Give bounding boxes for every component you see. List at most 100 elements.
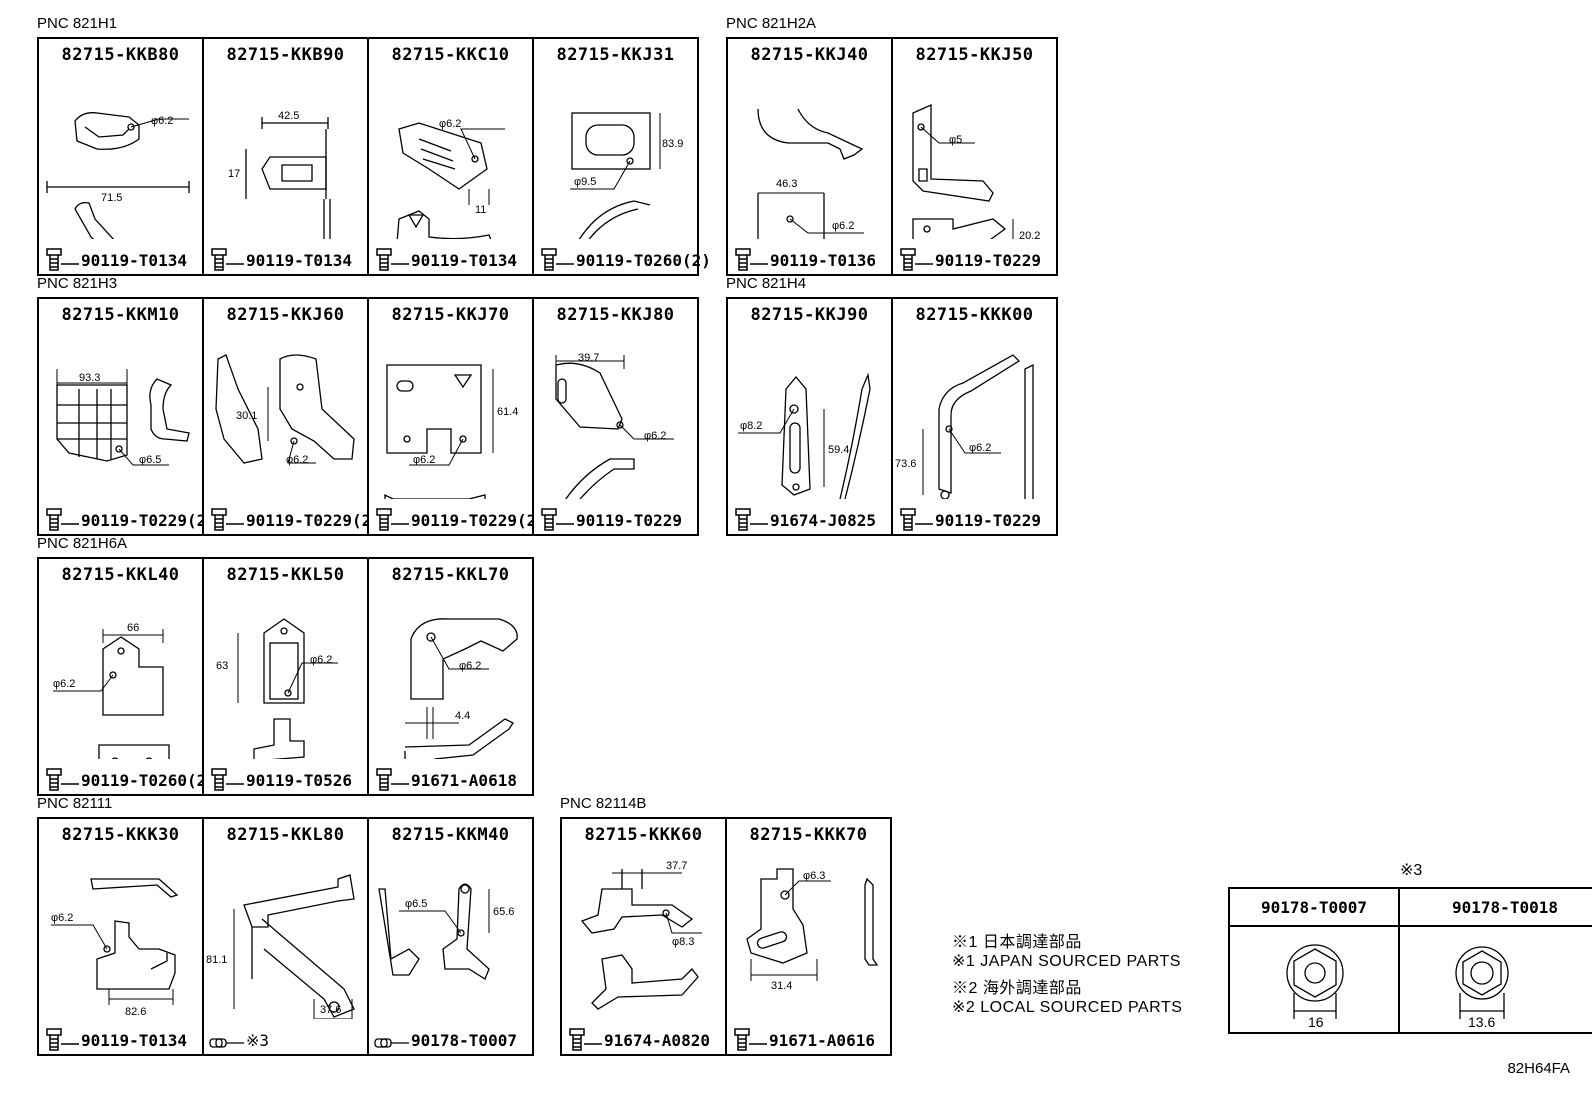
bolt-icon <box>376 768 409 791</box>
dim-label: 31.4 <box>771 980 792 992</box>
part-cell-kkj70[interactable]: 82715-KKJ70 61.4 φ6.2 90119-T0229(2) <box>367 297 546 536</box>
dim-label: φ6.5 <box>405 898 427 910</box>
part-number: 82715-KKL40 <box>61 565 180 585</box>
bracket-drawing: φ5 20.2 <box>912 103 1040 239</box>
part-cell-kkl40[interactable]: 82715-KKL40 66 φ6.2 90119-T0260(2) <box>37 557 216 796</box>
bracket-drawing: 93.3 φ6.5 <box>56 369 190 466</box>
bolt-icon <box>735 248 768 271</box>
part-number: 82715-KKJ70 <box>391 305 510 325</box>
part-cell-kkm10[interactable]: 82715-KKM10 93.3 φ6.5 90119-T0229(2) <box>37 297 216 536</box>
bracket-drawing: φ6.2 82.6 <box>51 878 179 1018</box>
part-cell-kkj60[interactable]: 82715-KKJ60 30.1 φ6.2 90119-T0229(2) <box>202 297 381 536</box>
nut-t0018-icon: 13.6 <box>1455 946 1509 1030</box>
bolt-row: 90119-T0134 <box>43 246 202 272</box>
bolt-part-number: 90119-T0229 <box>576 511 682 530</box>
part-cell-kkk30[interactable]: 82715-KKK30 φ6.2 82.6 90119-T0134 <box>37 817 204 1056</box>
bolt-row: 91674-A0820 <box>566 1026 725 1052</box>
part-number: 82715-KKJ60 <box>226 305 345 325</box>
group-label-821h4: PNC 821H4 <box>726 275 807 292</box>
bracket-drawing: 83.9 φ9.5 <box>570 112 683 239</box>
dim-label: φ6.5 <box>139 454 161 466</box>
bolt-icon <box>900 248 933 271</box>
bolt-icon <box>211 248 244 271</box>
dim-label: φ6.2 <box>413 454 435 466</box>
dim-label: φ6.2 <box>151 115 173 127</box>
nut-table: 90178-T0007 90178-T0018 16 13.6 <box>1228 887 1592 1034</box>
bolt-part-number: 90119-T0260(2) <box>576 251 711 270</box>
part-number: 82715-KKJ80 <box>556 305 675 325</box>
dim-label: 73.6 <box>895 458 916 470</box>
part-cell-kkl80[interactable]: 82715-KKL80 81.1 37.6 ※3 <box>202 817 369 1056</box>
dim-label: φ6.2 <box>51 912 73 924</box>
dim-label: φ6.2 <box>459 660 481 672</box>
dim-label: φ6.2 <box>286 454 308 466</box>
part-number: 82715-KKK60 <box>584 825 703 845</box>
bolt-row: 90119-T0229(2) <box>208 506 381 532</box>
bolt-row: 90119-T0229 <box>897 506 1056 532</box>
part-number: 82715-KKM40 <box>391 825 510 845</box>
bolt-icon <box>376 508 409 531</box>
dim-label: φ6.2 <box>439 118 461 130</box>
part-cell-kkj50[interactable]: 82715-KKJ50 φ5 20.2 90119-T0229 <box>891 37 1058 276</box>
bolt-part-number: 90119-T0136 <box>770 251 876 270</box>
dim-label: 20.2 <box>1019 230 1040 239</box>
bolt-icon <box>734 1028 767 1051</box>
dim-label: φ6.2 <box>644 430 666 442</box>
dim-label: 4.4 <box>455 710 470 722</box>
dim-label: 65.6 <box>493 906 514 918</box>
bolt-row: 90119-T0526 <box>208 766 367 792</box>
part-cell-kkl70[interactable]: 82715-KKL70 φ6.2 4.4 91671-A0618 <box>367 557 534 796</box>
part-cell-kkb80[interactable]: 82715-KKB80 φ6.2 71.5 90119-T0134 <box>37 37 204 276</box>
bracket-drawing: φ6.2 71.5 <box>46 112 190 239</box>
part-number: 82715-KKJ31 <box>556 45 675 65</box>
part-cell-kkb90[interactable]: 82715-KKB90 42.5 17 90119-T0134 <box>202 37 369 276</box>
part-cell-kkk70[interactable]: 82715-KKK70 φ6.3 31.4 91671-A0616 <box>725 817 892 1056</box>
bolt-part-number: 90119-T0134 <box>81 251 187 270</box>
nut-t0007-icon: 16 <box>1286 944 1344 1030</box>
bolt-part-number: 91674-A0820 <box>604 1031 710 1050</box>
bracket-drawing: 59.4 φ8.2 <box>738 372 871 499</box>
bolt-part-number: 91671-A0618 <box>411 771 517 790</box>
part-cell-kkc10[interactable]: 82715-KKC10 φ6.2 11 90119-T0134 <box>367 37 534 276</box>
bolt-part-number: 90119-T0134 <box>246 251 352 270</box>
bolt-row: 90119-T0229 <box>897 246 1056 272</box>
bolt-part-number: 90119-T0260(2) <box>81 771 216 790</box>
nut-size-label: 16 <box>1308 1014 1324 1030</box>
note-local-sourced-jp: ※2 海外調達部品 <box>952 980 1082 997</box>
part-cell-kkj31[interactable]: 82715-KKJ31 83.9 φ9.5 90119-T0260(2) <box>532 37 711 276</box>
bolt-icon <box>46 768 79 791</box>
part-cell-kkk00[interactable]: 82715-KKK00 73.6 φ6.2 90119-T0229 <box>891 297 1058 536</box>
part-cell-kkl50[interactable]: 82715-KKL50 63 φ6.2 90119-T0526 <box>202 557 369 796</box>
dim-label: φ6.2 <box>53 678 75 690</box>
group-label-82114b: PNC 82114B <box>560 795 647 812</box>
bolt-icon <box>541 248 574 271</box>
part-cell-kkj80[interactable]: 82715-KKJ80 39.7 φ6.2 90119-T0229 <box>532 297 699 536</box>
part-cell-kkk60[interactable]: 82715-KKK60 37.7 φ8.3 91674-A0820 <box>560 817 727 1056</box>
bolt-icon <box>211 768 244 791</box>
part-cell-kkm40[interactable]: 82715-KKM40 65.6 φ6.5 90178-T0007 <box>367 817 534 1056</box>
dim-label: φ8.3 <box>672 936 694 948</box>
part-number: 82715-KKL70 <box>391 565 510 585</box>
part-cell-kkj40[interactable]: 82715-KKJ40 46.3 φ6.2 90119-T0136 <box>726 37 893 276</box>
bolt-part-number: 90119-T0229 <box>935 511 1041 530</box>
bracket-drawing: φ6.3 31.4 <box>746 868 879 992</box>
diagram-code: 82H64FA <box>1507 1060 1570 1077</box>
bolt-row: 90119-T0260(2) <box>43 766 216 792</box>
table-divider <box>1398 925 1400 1034</box>
bolt-row: ※3 <box>208 1026 367 1052</box>
bolt-icon <box>376 248 409 271</box>
dim-label: 46.3 <box>776 178 797 190</box>
bracket-drawing: 66 φ6.2 <box>53 622 170 759</box>
dim-label: φ8.2 <box>740 420 762 432</box>
bolt-part-number: 90119-T0229(2) <box>81 511 216 530</box>
part-number: 82715-KKL50 <box>226 565 345 585</box>
bolt-part-number: 91674-J0825 <box>770 511 876 530</box>
nut-icon <box>374 1038 409 1048</box>
part-number: 82715-KKJ90 <box>750 305 869 325</box>
dim-label: φ6.2 <box>310 654 332 666</box>
group-label-82111: PNC 82111 <box>37 795 113 812</box>
dim-label: 71.5 <box>101 192 122 204</box>
bolt-row: 90119-T0229 <box>538 506 697 532</box>
dim-label: 63 <box>216 660 228 672</box>
part-cell-kkj90[interactable]: 82715-KKJ90 59.4 φ8.2 91674-J0825 <box>726 297 893 536</box>
